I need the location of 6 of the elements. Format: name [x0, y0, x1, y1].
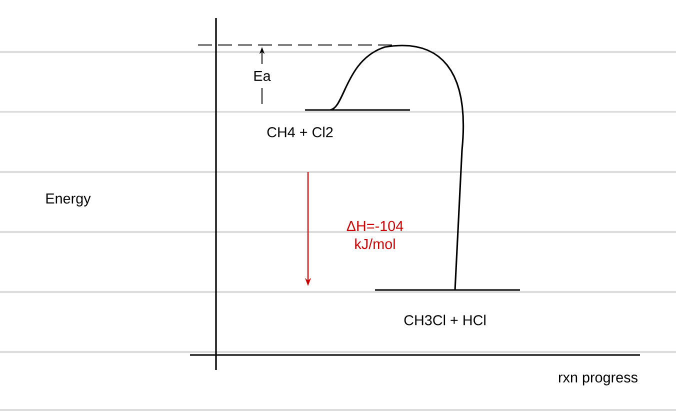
axis-label: rxn progress — [558, 374, 638, 386]
energy-label: Ea — [254, 70, 271, 82]
level-label: CH3Cl + HCl — [404, 314, 486, 326]
axis-label: Energy — [46, 194, 91, 206]
level-label: CH4 + Cl2 — [267, 126, 333, 138]
energy-label: ΔH=-104 kJ/mol — [346, 220, 404, 250]
